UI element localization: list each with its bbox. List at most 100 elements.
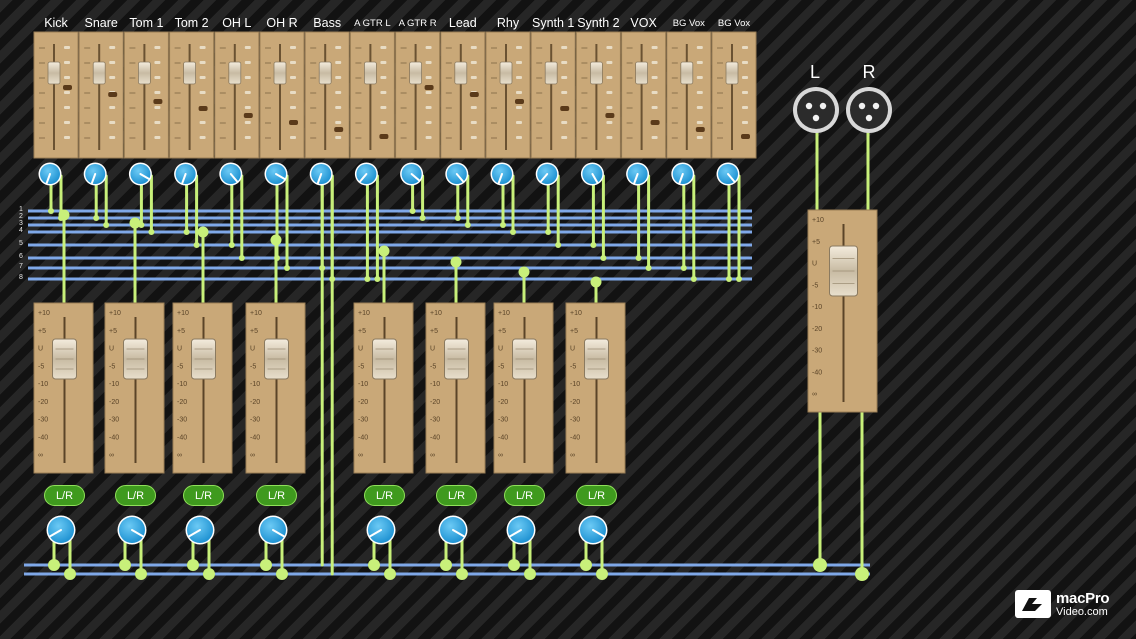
group-pickup-dot xyxy=(197,226,209,238)
pan-knob-pointer xyxy=(181,173,187,185)
meter-mark xyxy=(516,61,522,64)
bus-junction-dot xyxy=(726,276,732,282)
group-pan-knob xyxy=(185,515,215,545)
meter-mark xyxy=(244,76,251,79)
send-fader-cap xyxy=(695,127,705,132)
send-fader-cap xyxy=(243,113,253,118)
group-output-dot xyxy=(456,568,468,580)
channel-label: VOX xyxy=(630,16,657,30)
meter-mark xyxy=(380,91,387,94)
channel-pan-knob xyxy=(309,162,333,186)
fader-cap xyxy=(725,61,739,85)
fader-cap xyxy=(680,61,694,85)
group-lr-button[interactable]: L/R xyxy=(436,485,477,506)
fader-scale-label: -30 xyxy=(38,417,48,424)
channel-pan-knob xyxy=(716,162,740,186)
channel-pan-knob xyxy=(219,162,243,186)
channel-fader-panel xyxy=(349,31,395,159)
group-lr-button[interactable]: L/R xyxy=(183,485,224,506)
pan-knob-pointer xyxy=(45,173,51,185)
fader-panel-body xyxy=(304,31,350,159)
meter-mark xyxy=(606,106,613,109)
channel-pan-knob xyxy=(354,162,378,186)
fader-scale-label: U xyxy=(430,346,435,353)
fader-scale-label: ∞ xyxy=(250,452,255,459)
fader-scale-label: -10 xyxy=(109,381,119,388)
group-lr-button[interactable]: L/R xyxy=(504,485,545,506)
meter-mark xyxy=(425,121,432,124)
pan-knob-pointer xyxy=(727,173,736,183)
fader-scale-label: -40 xyxy=(177,434,187,441)
meter-mark xyxy=(561,61,568,64)
fader-scale-label: -40 xyxy=(430,434,440,441)
channel-label: Kick xyxy=(44,16,68,30)
meter-mark xyxy=(244,121,251,124)
group-pickup-dot xyxy=(590,276,602,288)
group-lr-button[interactable]: L/R xyxy=(44,485,85,506)
send-fader-cap xyxy=(63,85,72,90)
group-fader-panel: +10+5U-5-10-20-30-40∞ xyxy=(353,302,414,474)
meter-mark xyxy=(244,91,251,94)
group-output-dot xyxy=(508,559,520,571)
fader-scale-label: -10 xyxy=(570,381,580,388)
fader-scale-label: U xyxy=(570,346,575,353)
fader-scale-label: +5 xyxy=(430,328,438,335)
meter-mark xyxy=(109,106,116,109)
group-pan-knob xyxy=(578,515,608,545)
bus-junction-dot xyxy=(555,242,562,248)
bus-number-6: 6 xyxy=(19,253,23,260)
group-lr-button[interactable]: L/R xyxy=(256,485,297,506)
meter-mark xyxy=(561,46,568,49)
pan-knob-pointer xyxy=(187,529,201,538)
fader-scale-label: -30 xyxy=(109,417,119,424)
meter-mark xyxy=(425,91,432,94)
group-lr-button[interactable]: L/R xyxy=(364,485,405,506)
send-fader-cap xyxy=(108,92,118,97)
group-lr-button[interactable]: L/R xyxy=(576,485,617,506)
meter-mark xyxy=(606,121,613,124)
group-output-dot xyxy=(276,568,288,580)
bus-number-4: 4 xyxy=(19,227,23,234)
fader-panel-body xyxy=(33,31,79,159)
meter-mark xyxy=(516,106,522,109)
channel-fader-panel xyxy=(485,31,531,159)
meter-mark xyxy=(335,46,342,49)
send-fader-cap xyxy=(379,134,389,139)
fader-scale-label: -30 xyxy=(812,348,822,355)
meter-mark xyxy=(335,121,342,124)
meter-mark xyxy=(244,46,251,49)
meter-mark xyxy=(64,61,70,64)
meter-mark xyxy=(651,136,658,139)
meter-mark xyxy=(425,136,432,139)
send-fader-cap xyxy=(424,85,434,90)
group-fader-panel: +10+5U-5-10-20-30-40∞ xyxy=(172,302,233,474)
send-fader-cap xyxy=(650,120,660,125)
meter-mark xyxy=(696,46,703,49)
pan-knob-pointer xyxy=(90,173,97,185)
channel-fader-panel xyxy=(169,31,215,159)
group-lr-button[interactable]: L/R xyxy=(115,485,156,506)
channel-pan-knob xyxy=(174,162,198,186)
send-fader-cap xyxy=(334,127,344,132)
meter-mark xyxy=(516,46,522,49)
channel-fader-panel xyxy=(440,31,486,159)
meter-mark xyxy=(380,61,387,64)
bus-number-7: 7 xyxy=(19,263,23,270)
meter-mark xyxy=(335,136,342,139)
meter-mark xyxy=(606,76,613,79)
fader-scale-label: -10 xyxy=(498,381,508,388)
bus-junction-dot xyxy=(409,208,416,214)
group-output-dot xyxy=(384,568,396,580)
master-fader-panel: +10+5U-5-10-20-30-40∞ xyxy=(807,209,878,413)
fader-scale-label: -40 xyxy=(498,434,508,441)
pan-knob-pointer xyxy=(275,173,286,180)
fader-scale-label: U xyxy=(812,261,817,268)
fader-cap xyxy=(544,61,558,85)
pan-knob-pointer xyxy=(316,173,323,185)
bus-junction-dot xyxy=(228,242,235,248)
meter-mark xyxy=(742,106,748,109)
pan-knob-pointer xyxy=(539,173,549,183)
fader-scale-label: -10 xyxy=(250,381,260,388)
fader-cap xyxy=(454,61,468,85)
pan-knobs xyxy=(38,87,892,545)
